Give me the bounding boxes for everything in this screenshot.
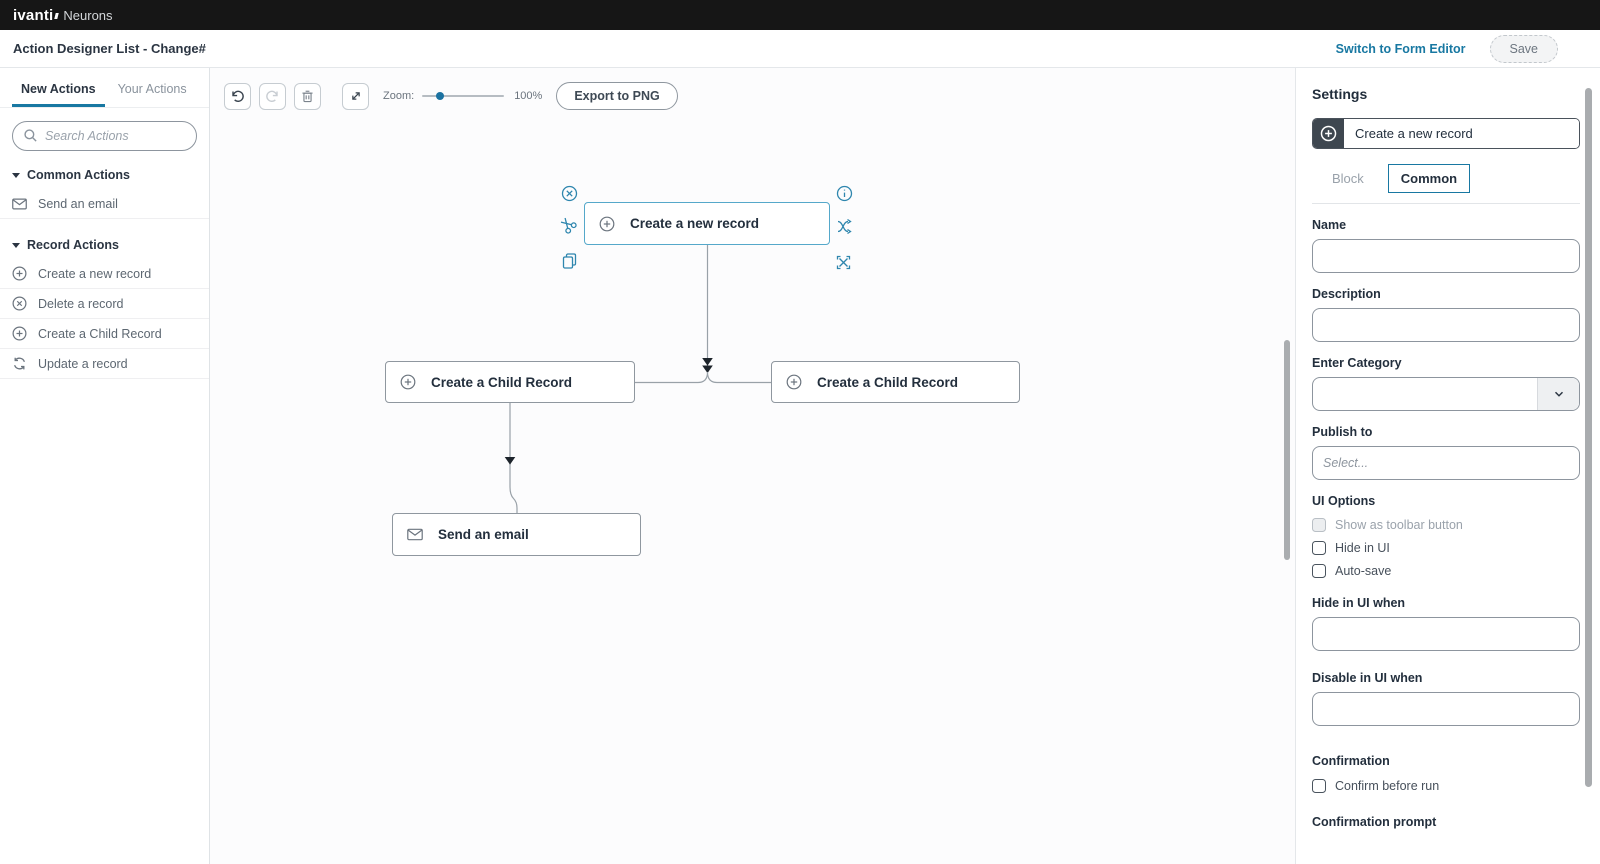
node-delete-handle-circle-x-icon[interactable]	[561, 185, 578, 202]
section-record-actions[interactable]: Record Actions	[0, 227, 209, 259]
publish-to-field[interactable]	[1312, 446, 1580, 480]
selected-block-bar[interactable]: Create a new record	[1312, 118, 1580, 149]
name-label: Name	[1312, 218, 1347, 232]
undo-button[interactable]	[224, 82, 251, 110]
node-copy-handle-copy-icon[interactable]	[561, 252, 578, 269]
node-reroute-handle-shuffle-icon[interactable]	[836, 218, 853, 235]
redo-button[interactable]	[259, 82, 286, 110]
canvas-vertical-scrollbar[interactable]	[1284, 340, 1290, 560]
tab-your-actions[interactable]: Your Actions	[117, 82, 187, 96]
flow-canvas[interactable]: Zoom: 100% Export to PNG Create a new re…	[210, 68, 1295, 864]
collapse-caret-icon	[12, 243, 20, 248]
sidebar-tabs: New Actions Your Actions	[0, 68, 209, 108]
section-common-actions[interactable]: Common Actions	[0, 157, 209, 189]
ivanti-logo: ivanti	[13, 6, 54, 24]
refresh-icon	[14, 357, 25, 370]
settings-title: Settings	[1312, 86, 1368, 102]
zoom-value: 100%	[514, 90, 543, 102]
flow-node-create-a-new-record[interactable]: Create a new record	[584, 202, 830, 245]
sidebar-item-delete-a-record[interactable]: Delete a record	[0, 289, 209, 319]
fit-view-button[interactable]	[342, 82, 369, 110]
checkbox-confirm-before-run[interactable]: Confirm before run	[1312, 779, 1580, 793]
circle-plus-icon	[1320, 125, 1337, 142]
selected-block-label: Create a new record	[1344, 119, 1579, 148]
top-app-bar: ivanti Neurons	[0, 0, 1600, 30]
checkbox-icon	[1312, 518, 1326, 532]
save-button[interactable]: Save	[1489, 34, 1558, 63]
canvas-toolbar: Zoom: 100% Export to PNG	[224, 82, 678, 110]
hide-in-ui-when-field[interactable]	[1312, 617, 1580, 651]
redo-icon	[266, 90, 278, 102]
ivanti-logo-mark	[54, 12, 60, 19]
switch-to-form-editor-link[interactable]: Switch to Form Editor	[1335, 41, 1466, 56]
settings-tabs: Block Common	[1312, 162, 1580, 204]
chevron-down-icon	[1554, 391, 1563, 397]
delete-button[interactable]	[294, 82, 321, 110]
checkbox-auto-save[interactable]: Auto-save	[1312, 564, 1580, 578]
sidebar-item-create-a-child-record[interactable]: Create a Child Record	[0, 319, 209, 349]
category-label: Enter Category	[1312, 356, 1402, 370]
circle-plus-icon	[786, 374, 802, 390]
search-input[interactable]	[12, 121, 197, 151]
flow-connectors	[504, 245, 771, 513]
description-field[interactable]	[1312, 308, 1580, 342]
zoom-slider-handle[interactable]	[436, 92, 445, 100]
undo-icon	[232, 90, 244, 102]
circle-plus-icon	[12, 266, 27, 281]
envelope-icon	[407, 528, 423, 541]
node-cut-handle-scissors-icon[interactable]	[555, 212, 579, 236]
trash-icon	[302, 90, 313, 102]
sidebar-item-update-a-record[interactable]: Update a record	[0, 349, 209, 379]
tab-common[interactable]: Common	[1387, 164, 1471, 193]
name-field[interactable]	[1312, 239, 1580, 273]
expand-icon	[351, 92, 360, 100]
sidebar-item-create-a-new-record[interactable]: Create a new record	[0, 259, 209, 289]
collapse-caret-icon	[12, 173, 20, 178]
neurons-brand-label: Neurons	[63, 7, 113, 23]
checkbox-icon	[1312, 779, 1326, 793]
actions-sidebar: New Actions Your Actions Common Actions …	[0, 68, 210, 864]
publish-to-label: Publish to	[1312, 425, 1373, 439]
settings-panel: Settings Create a new record Block Commo…	[1295, 68, 1600, 864]
checkbox-show-as-toolbar-button: Show as toolbar button	[1312, 518, 1580, 532]
flow-node-send-an-email[interactable]: Send an email	[392, 513, 641, 556]
circle-plus-icon	[599, 216, 615, 231]
checkbox-icon	[1312, 564, 1326, 578]
tab-block[interactable]: Block	[1332, 171, 1364, 186]
checkbox-hide-in-ui[interactable]: Hide in UI	[1312, 541, 1580, 555]
disable-in-ui-when-label: Disable in UI when	[1312, 671, 1423, 685]
category-select[interactable]	[1312, 377, 1580, 411]
flow-node-create-a-child-record-left[interactable]: Create a Child Record	[385, 361, 635, 403]
flow-node-create-a-child-record-right[interactable]: Create a Child Record	[771, 361, 1020, 403]
hide-in-ui-when-label: Hide in UI when	[1312, 596, 1406, 610]
description-label: Description	[1312, 287, 1381, 301]
ui-options-label: UI Options	[1312, 494, 1376, 508]
sidebar-item-send-an-email[interactable]: Send an email	[0, 189, 209, 219]
export-to-png-button[interactable]: Export to PNG	[556, 82, 678, 110]
node-move-handle-move-icon[interactable]	[835, 254, 852, 271]
zoom-slider[interactable]	[422, 92, 505, 100]
page-title: Action Designer List - Change#	[13, 41, 206, 56]
checkbox-icon	[1312, 541, 1326, 555]
circle-plus-icon	[400, 374, 416, 390]
envelope-icon	[12, 198, 27, 209]
settings-vertical-scrollbar[interactable]	[1585, 88, 1592, 787]
search-icon	[24, 129, 37, 142]
circle-plus-icon	[12, 326, 27, 341]
tab-new-actions[interactable]: New Actions	[12, 80, 105, 107]
disable-in-ui-when-field[interactable]	[1312, 692, 1580, 726]
zoom-label: Zoom:	[383, 90, 415, 102]
circle-x-icon	[12, 296, 27, 311]
confirmation-label: Confirmation	[1312, 754, 1390, 768]
confirmation-prompt-label: Confirmation prompt	[1312, 815, 1437, 829]
page-header: Action Designer List - Change# Switch to…	[0, 30, 1600, 68]
node-info-handle-info-icon[interactable]	[836, 185, 853, 202]
